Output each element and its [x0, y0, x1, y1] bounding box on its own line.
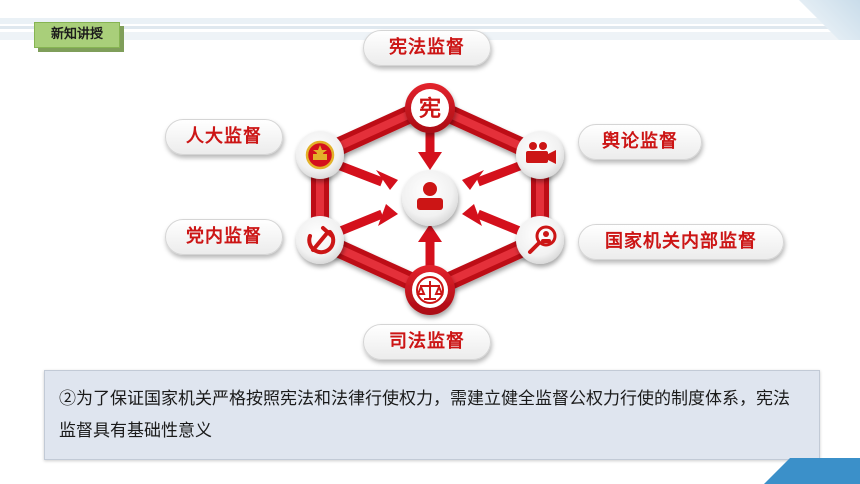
court-emblem-icon — [416, 276, 444, 304]
national-emblem-icon — [305, 140, 335, 170]
label-internal-organ-supervision: 国家机关内部监督 — [578, 224, 784, 260]
node-top: 宪 — [405, 83, 455, 133]
arrow-upper-left — [336, 160, 398, 190]
camera-icon — [526, 142, 556, 164]
footer-band-slope — [764, 458, 790, 484]
arrow-lower-right — [462, 204, 524, 237]
header-corner-decoration — [790, 0, 860, 40]
node-upper-right — [516, 131, 564, 179]
arrow-lower-left — [336, 204, 398, 237]
label-judicial-supervision: 司法监督 — [363, 324, 491, 360]
official-person-icon — [417, 182, 443, 210]
arrows — [336, 128, 524, 268]
constitution-seal-icon: 宪 — [419, 96, 441, 122]
center-node — [402, 170, 458, 226]
label-party-supervision: 党内监督 — [165, 219, 283, 255]
arrow-top — [418, 128, 442, 170]
label-npc-supervision: 人大监督 — [165, 119, 283, 155]
footer-band — [790, 458, 860, 484]
magnifier-person-icon — [528, 225, 557, 254]
node-lower-left — [296, 216, 344, 264]
hammer-sickle-icon — [307, 226, 336, 255]
explanation-note: ②为了保证国家机关严格按照宪法和法律行使权力，需建立健全监督公权力行使的制度体系… — [44, 370, 820, 460]
section-tag: 新知讲授 — [34, 22, 120, 48]
arrow-bottom — [418, 224, 442, 268]
label-public-opinion-supervision: 舆论监督 — [578, 124, 702, 160]
label-constitution-supervision: 宪法监督 — [363, 30, 491, 66]
arrow-upper-right — [462, 160, 524, 190]
node-upper-left — [296, 131, 344, 179]
node-lower-right — [516, 216, 564, 264]
explanation-text: ②为了保证国家机关严格按照宪法和法律行使权力，需建立健全监督公权力行使的制度体系… — [59, 389, 790, 441]
node-bottom — [405, 265, 455, 315]
